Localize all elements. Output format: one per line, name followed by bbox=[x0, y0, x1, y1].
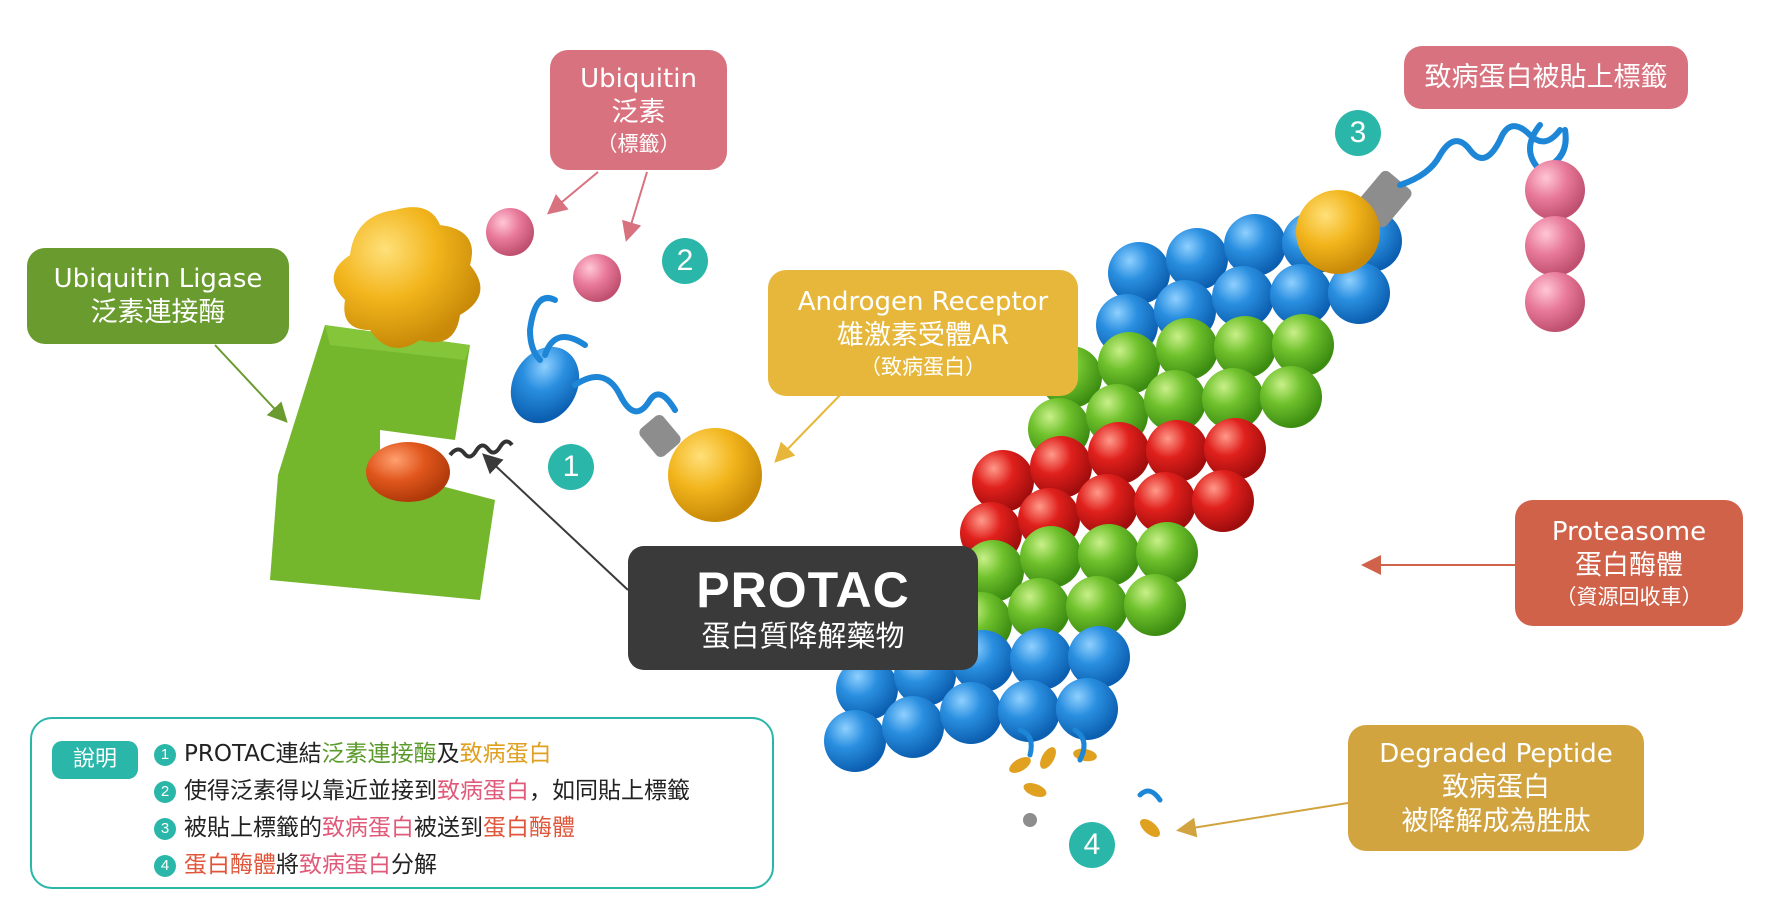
legend-2a: 使得泛素得以靠近並接到 bbox=[184, 778, 437, 804]
proteasome-sphere bbox=[1214, 316, 1276, 378]
ubiquitin-ball-2 bbox=[573, 254, 621, 302]
proteasome-sphere bbox=[1136, 522, 1198, 584]
legend-num-1: 1 bbox=[154, 744, 176, 766]
proteasome-sphere bbox=[1192, 470, 1254, 532]
legend-title: 說明 bbox=[52, 741, 138, 779]
proteasome-sphere bbox=[1088, 422, 1150, 484]
proteasome-sub: （資源回收車） bbox=[1555, 585, 1703, 609]
proteasome-sphere bbox=[1068, 626, 1130, 688]
proteasome-sphere bbox=[1270, 264, 1332, 326]
proteasome-sphere bbox=[1056, 678, 1118, 740]
proteasome-sphere bbox=[1204, 418, 1266, 480]
androgen-en: Androgen Receptor bbox=[797, 287, 1049, 317]
proteasome-sphere bbox=[1076, 474, 1138, 536]
arrows bbox=[214, 171, 1515, 838]
proteasome-en: Proteasome bbox=[1551, 517, 1707, 547]
peptide-zh1: 致病蛋白 bbox=[1442, 772, 1550, 803]
tagged-zh: 致病蛋白被貼上標籤 bbox=[1424, 61, 1668, 93]
protac-en: PROTAC bbox=[696, 562, 910, 618]
legend-1a: PROTAC連結 bbox=[184, 741, 322, 767]
proteasome-sphere bbox=[1134, 472, 1196, 534]
ligase-en: Ubiquitin Ligase bbox=[53, 264, 263, 294]
legend-4b: 將 bbox=[276, 852, 299, 878]
ubiquitin-ball-1 bbox=[486, 208, 534, 256]
legend-num-4: 4 bbox=[154, 855, 176, 877]
androgen-zh: 雄激素受體AR bbox=[836, 320, 1010, 351]
proteasome-sphere bbox=[1078, 524, 1140, 586]
e3-blob bbox=[333, 207, 481, 348]
proteasome-label: Proteasome 蛋白酶體 （資源回收車） bbox=[1515, 500, 1743, 626]
legend-row-4: 4 蛋白酶體將致病蛋白分解 bbox=[154, 848, 437, 882]
step-4-badge: 4 bbox=[1069, 822, 1115, 868]
proteasome-sphere bbox=[1144, 370, 1206, 432]
protac-label: PROTAC 蛋白質降解藥物 bbox=[628, 546, 978, 670]
proteasome-sphere bbox=[1166, 228, 1228, 290]
legend-row-2: 2 使得泛素得以靠近並接到致病蛋白，如同貼上標籤 bbox=[154, 774, 690, 808]
legend-1b: 泛素連接酶 bbox=[321, 741, 437, 767]
target-protein bbox=[510, 346, 580, 424]
legend-2c: ，如同貼上標籤 bbox=[529, 778, 690, 804]
proteasome-sphere bbox=[1020, 526, 1082, 588]
proteasome-sphere bbox=[1098, 332, 1160, 394]
legend-3b: 致病蛋白 bbox=[322, 815, 414, 841]
proteasome-sphere bbox=[1328, 262, 1390, 324]
peptide-fragments bbox=[1009, 727, 1163, 837]
protac-linker bbox=[448, 439, 514, 459]
legend-1d: 致病蛋白 bbox=[459, 741, 552, 767]
proteasome-sphere bbox=[836, 658, 898, 720]
proteasome-sphere bbox=[972, 450, 1034, 512]
legend-num-3: 3 bbox=[154, 818, 176, 840]
legend-1c: 及 bbox=[436, 741, 460, 767]
proteasome-sphere bbox=[1260, 366, 1322, 428]
proteasome-sphere bbox=[1066, 576, 1128, 638]
legend-4a: 蛋白酶體 bbox=[184, 852, 276, 878]
legend-4c: 致病蛋白 bbox=[299, 852, 391, 878]
step-2-badge: 2 bbox=[662, 238, 708, 284]
proteasome-sphere bbox=[1030, 436, 1092, 498]
legend-row-3: 3 被貼上標籤的致病蛋白被送到蛋白酶體 bbox=[154, 811, 575, 845]
ligand-oval bbox=[366, 442, 450, 502]
proteasome-sphere bbox=[1008, 578, 1070, 640]
proteasome-sphere bbox=[998, 680, 1060, 742]
proteasome-sphere bbox=[1010, 628, 1072, 690]
peptide-label: Degraded Peptide 致病蛋白 被降解成為胜肽 bbox=[1348, 725, 1644, 851]
proteasome-zh: 蛋白酶體 bbox=[1575, 550, 1683, 581]
legend-3d: 蛋白酶體 bbox=[483, 815, 575, 841]
proteasome-sphere bbox=[1224, 214, 1286, 276]
proteasome-sphere bbox=[1156, 318, 1218, 380]
proteasome-sphere bbox=[1124, 574, 1186, 636]
proteasome-sphere bbox=[1212, 266, 1274, 328]
tagged-label: 致病蛋白被貼上標籤 bbox=[1404, 46, 1688, 109]
proteasome-sphere bbox=[824, 710, 886, 772]
legend-num-2: 2 bbox=[154, 781, 176, 803]
step-3-badge: 3 bbox=[1335, 110, 1381, 156]
legend-4d: 分解 bbox=[391, 852, 437, 878]
peptide-en: Degraded Peptide bbox=[1379, 739, 1613, 769]
peptide-zh2: 被降解成為胜肽 bbox=[1401, 806, 1591, 837]
ubiquitin-sub: （標籤） bbox=[596, 132, 681, 156]
androgen-ball bbox=[668, 428, 762, 522]
proteasome-sphere bbox=[1202, 368, 1264, 430]
proteasome-sphere bbox=[1272, 314, 1334, 376]
proteasome-sphere bbox=[882, 696, 944, 758]
legend-2b: 致病蛋白 bbox=[437, 778, 529, 804]
legend-3c: 被送到 bbox=[414, 815, 483, 841]
androgen-sub: （致病蛋白） bbox=[860, 355, 986, 379]
ubiquitin-zh: 泛素 bbox=[611, 97, 666, 128]
protac-zh: 蛋白質降解藥物 bbox=[701, 619, 905, 653]
legend-row-1: 1 PROTAC連結泛素連接酶及致病蛋白 bbox=[154, 737, 552, 771]
proteasome-sphere bbox=[940, 682, 1002, 744]
legend-3a: 被貼上標籤的 bbox=[184, 815, 322, 841]
ubiquitin-label: Ubiquitin 泛素 （標籤） bbox=[550, 50, 727, 170]
ligase-zh: 泛素連接酶 bbox=[90, 297, 226, 328]
ubiquitin-en: Ubiquitin bbox=[580, 64, 697, 94]
step-1-badge: 1 bbox=[548, 444, 594, 490]
ligase-label: Ubiquitin Ligase 泛素連接酶 bbox=[27, 248, 289, 344]
proteasome-sphere bbox=[1146, 420, 1208, 482]
androgen-label: Androgen Receptor 雄激素受體AR （致病蛋白） bbox=[768, 270, 1078, 396]
proteasome-sphere bbox=[1108, 242, 1170, 304]
